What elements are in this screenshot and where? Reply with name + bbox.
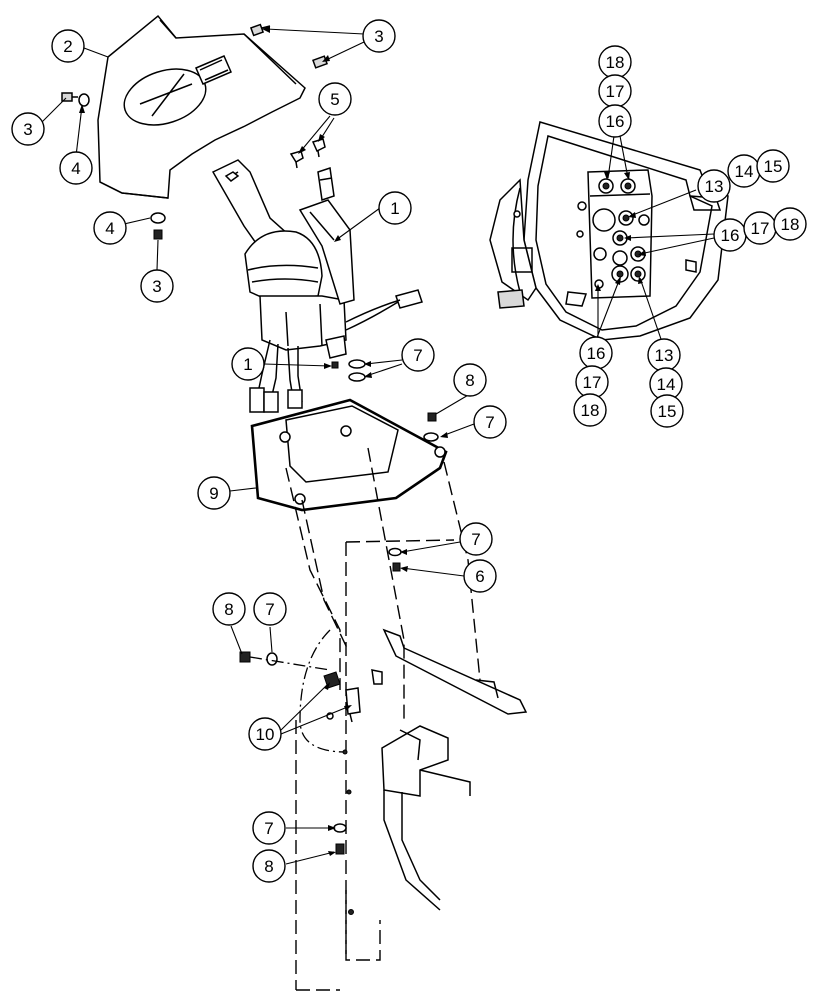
callout-13: 13: [647, 338, 681, 372]
svg-text:8: 8: [224, 600, 233, 619]
svg-text:16: 16: [587, 344, 606, 363]
svg-text:15: 15: [658, 402, 677, 421]
svg-text:8: 8: [264, 857, 273, 876]
svg-text:18: 18: [581, 401, 600, 420]
callout-18: 18: [773, 207, 807, 241]
bottom-fasteners: [333, 823, 347, 855]
control-housing: [489, 121, 729, 341]
callout-7: 7: [473, 405, 507, 439]
callout-18: 18: [573, 393, 607, 427]
callout-3: 3: [140, 269, 174, 303]
svg-text:7: 7: [265, 600, 274, 619]
callout-3: 3: [362, 19, 396, 53]
callout-1: 1: [378, 191, 412, 225]
svg-text:7: 7: [485, 413, 494, 432]
svg-text:1: 1: [390, 199, 399, 218]
callout-7: 7: [401, 338, 435, 372]
svg-text:14: 14: [657, 375, 676, 394]
callout-17: 17: [598, 74, 632, 108]
svg-text:6: 6: [475, 567, 484, 586]
svg-text:7: 7: [471, 530, 480, 549]
svg-text:18: 18: [606, 53, 625, 72]
svg-text:13: 13: [705, 177, 724, 196]
svg-text:9: 9: [209, 484, 218, 503]
cover-screw-left: [61, 92, 78, 102]
joystick-assembly: [211, 159, 423, 413]
callout-15: 15: [650, 394, 684, 428]
callout-17: 17: [575, 365, 609, 399]
cover-screw-right: [312, 55, 328, 69]
callout-16: 16: [713, 218, 747, 252]
svg-text:3: 3: [152, 277, 161, 296]
svg-text:2: 2: [63, 37, 72, 56]
leader-lines: [41, 26, 715, 865]
callout-16: 16: [579, 336, 613, 370]
svg-text:15: 15: [764, 157, 783, 176]
svg-text:17: 17: [606, 82, 625, 101]
svg-text:16: 16: [606, 112, 625, 131]
callout-4: 4: [93, 211, 127, 245]
svg-text:7: 7: [264, 819, 273, 838]
callout-8: 8: [453, 363, 487, 397]
svg-text:3: 3: [374, 27, 383, 46]
cover-washer-bottom: [150, 212, 166, 224]
callout-5: 5: [318, 82, 352, 116]
mounting-plate: [250, 398, 448, 512]
callout-3: 3: [11, 112, 45, 146]
callout-10: 10: [248, 717, 282, 751]
svg-text:7: 7: [413, 346, 422, 365]
svg-text:5: 5: [330, 90, 339, 109]
callout-14: 14: [727, 154, 761, 188]
svg-text:18: 18: [781, 215, 800, 234]
callout-2: 2: [51, 29, 85, 63]
cover-screw-top: [249, 23, 271, 37]
svg-text:1: 1: [243, 355, 252, 374]
cover-screw-bottom: [153, 229, 163, 240]
svg-text:17: 17: [751, 219, 770, 238]
washers-7: [348, 359, 439, 442]
joystick-cover: [97, 14, 306, 199]
callout-7: 7: [252, 811, 286, 845]
svg-text:17: 17: [583, 373, 602, 392]
callout-16: 16: [598, 104, 632, 138]
svg-text:3: 3: [23, 120, 32, 139]
screw-8-left: [239, 651, 331, 671]
callout-8: 8: [212, 592, 246, 626]
callout-8: 8: [252, 849, 286, 883]
svg-text:13: 13: [655, 346, 674, 365]
console-frame: [285, 447, 528, 991]
callout-18: 18: [598, 45, 632, 79]
callout-6: 6: [463, 559, 497, 593]
callout-13: 13: [697, 169, 731, 203]
mount-screws: [289, 138, 326, 169]
callout-15: 15: [756, 149, 790, 183]
svg-text:10: 10: [256, 725, 275, 744]
svg-text:16: 16: [721, 226, 740, 245]
callout-17: 17: [743, 211, 777, 245]
svg-text:4: 4: [105, 219, 114, 238]
callout-9: 9: [197, 476, 231, 510]
svg-text:4: 4: [71, 159, 80, 178]
cover-washer-left: [78, 93, 90, 107]
callout-7: 7: [459, 522, 493, 556]
callout-7: 7: [253, 592, 287, 626]
svg-text:14: 14: [735, 162, 754, 181]
callout-1: 1: [231, 347, 265, 381]
callout-14: 14: [649, 367, 683, 401]
svg-text:8: 8: [465, 371, 474, 390]
callout-4: 4: [59, 151, 93, 185]
